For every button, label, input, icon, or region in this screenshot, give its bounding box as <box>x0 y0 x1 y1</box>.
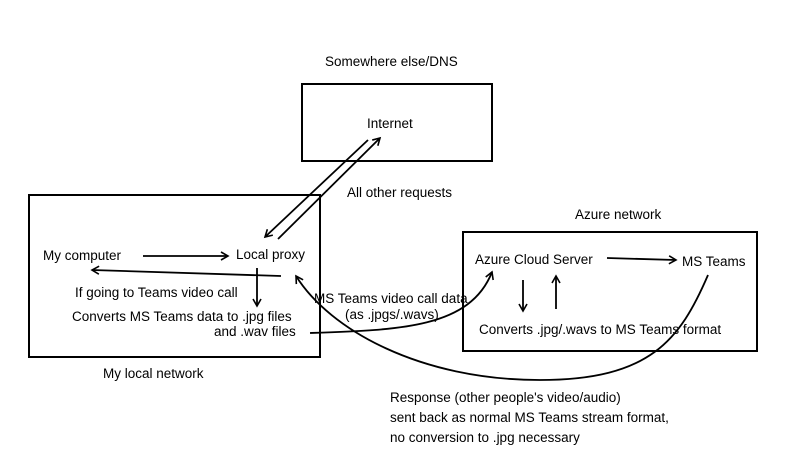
arrow-proxy-to-computer <box>90 265 282 277</box>
response-label-3: no conversion to .jpg necessary <box>390 430 580 445</box>
converts-local-label-2: and .wav files <box>214 324 296 339</box>
local-region-label: My local network <box>103 366 204 381</box>
all-other-requests-label: All other requests <box>347 185 453 200</box>
video-data-label-2: (as .jpgs/.wavs) <box>345 307 439 322</box>
azure-region-label: Azure network <box>575 207 662 222</box>
azure-server-node: Azure Cloud Server <box>475 252 593 267</box>
arrow-proxy-to-internet <box>277 136 382 240</box>
converts-azure-label: Converts .jpg/.wavs to MS Teams format <box>479 322 722 337</box>
response-label-2: sent back as normal MS Teams stream form… <box>390 410 669 425</box>
local-network-box <box>28 194 321 358</box>
my-computer-node: My computer <box>43 248 122 263</box>
local-proxy-node: Local proxy <box>236 247 306 262</box>
internet-box <box>301 83 493 162</box>
if-teams-label: If going to Teams video call <box>75 285 238 300</box>
ms-teams-node: MS Teams <box>682 254 746 269</box>
arrow-response-to-proxy <box>295 274 709 381</box>
converts-local-label-1: Converts MS Teams data to .jpg files <box>72 309 292 324</box>
azure-network-box <box>462 231 758 352</box>
dns-region-label: Somewhere else/DNS <box>325 54 458 69</box>
response-label-1: Response (other people's video/audio) <box>390 390 621 405</box>
arrow-server-to-teams <box>606 255 678 265</box>
video-data-label-1: MS Teams video call data <box>314 291 468 306</box>
internet-node: Internet <box>367 116 413 131</box>
arrow-internet-to-proxy <box>263 139 369 239</box>
arrow-to-azure-server <box>309 270 494 334</box>
